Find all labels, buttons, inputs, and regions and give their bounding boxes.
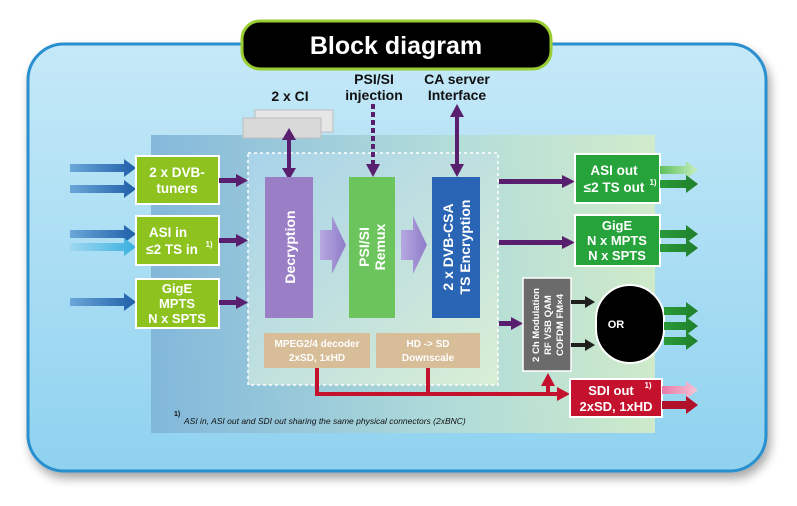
output-sdi-out: SDI out 1) 2xSD, 1xHD bbox=[569, 378, 663, 418]
ca-server-label-2: Interface bbox=[428, 87, 487, 103]
svg-text:GigE: GigE bbox=[602, 218, 633, 233]
svg-text:Decryption: Decryption bbox=[282, 210, 298, 283]
decryption-block: Decryption bbox=[265, 177, 313, 318]
ca-server-label-1: CA server bbox=[424, 71, 490, 87]
svg-text:ASI in: ASI in bbox=[149, 225, 187, 240]
modulation-block: 2 Ch Modulation RF VSB QAM COFDM FM×4 bbox=[522, 277, 572, 372]
output-sdi-arrows bbox=[662, 381, 698, 414]
sdi-arrowhead-up bbox=[541, 373, 555, 386]
output-asi-out: ASI out ≤2 TS out 1) bbox=[574, 153, 661, 204]
svg-text:2xSD, 1xHD: 2xSD, 1xHD bbox=[580, 399, 653, 414]
footnote-text: ASI in, ASI out and SDI out sharing the … bbox=[183, 416, 466, 426]
svg-text:ASI out: ASI out bbox=[590, 163, 638, 178]
or-switch: OR bbox=[595, 284, 665, 364]
svg-text:N x SPTS: N x SPTS bbox=[588, 248, 646, 263]
svg-text:MPEG2/4 decoder: MPEG2/4 decoder bbox=[274, 339, 359, 350]
svg-text:1): 1) bbox=[649, 178, 656, 187]
svg-text:GigE: GigE bbox=[162, 281, 193, 296]
svg-text:SDI out: SDI out bbox=[588, 383, 634, 398]
svg-text:HD -> SD: HD -> SD bbox=[406, 339, 449, 350]
svg-text:Downscale: Downscale bbox=[402, 353, 455, 364]
svg-text:TS Encryption: TS Encryption bbox=[457, 200, 473, 295]
modulation-to-or-arrows bbox=[571, 296, 595, 351]
svg-text:2xSD, 1xHD: 2xSD, 1xHD bbox=[289, 353, 345, 364]
flow-arrow-2 bbox=[401, 216, 427, 274]
svg-text:1): 1) bbox=[644, 381, 651, 390]
ci-label: 2 x CI bbox=[271, 88, 308, 104]
output-gige-arrows bbox=[660, 225, 698, 257]
input-gige: GigE MPTS N x SPTS bbox=[135, 278, 220, 329]
svg-text:2 Ch Modulation: 2 Ch Modulation bbox=[531, 288, 542, 362]
input-to-processing-arrows bbox=[219, 174, 248, 309]
ci-slots bbox=[242, 109, 334, 139]
or-output-arrows bbox=[664, 302, 698, 350]
input-dvb-tuners: 2 x DVB- tuners bbox=[135, 155, 220, 205]
svg-text:PSI/SI: PSI/SI bbox=[356, 227, 372, 267]
ci-arrow bbox=[282, 128, 296, 180]
output-asi-arrows bbox=[660, 161, 698, 193]
svg-text:OR: OR bbox=[608, 319, 625, 331]
svg-text:1): 1) bbox=[205, 240, 212, 249]
input-arrows bbox=[70, 159, 136, 311]
svg-text:tuners: tuners bbox=[156, 181, 197, 196]
svg-text:2 x DVB-: 2 x DVB- bbox=[149, 165, 205, 180]
flow-arrow-1 bbox=[320, 216, 346, 274]
input-asi-in: ASI in ≤2 TS in 1) bbox=[135, 215, 220, 266]
svg-text:COFDM FM×4: COFDM FM×4 bbox=[555, 293, 566, 356]
svg-text:N x MPTS: N x MPTS bbox=[587, 233, 647, 248]
svg-text:N x SPTS: N x SPTS bbox=[148, 311, 206, 326]
svg-text:MPTS: MPTS bbox=[159, 296, 195, 311]
sdi-arrowhead-right bbox=[557, 387, 570, 401]
footnote-marker: 1) bbox=[174, 411, 180, 418]
decoder-block: MPEG2/4 decoder 2xSD, 1xHD bbox=[264, 333, 370, 368]
title-banner: Block diagram bbox=[240, 19, 553, 71]
svg-text:2 x DVB-CSA: 2 x DVB-CSA bbox=[440, 203, 456, 290]
svg-text:≤2 TS in: ≤2 TS in bbox=[146, 242, 198, 257]
output-gige: GigE N x MPTS N x SPTS bbox=[574, 214, 661, 267]
title-text: Block diagram bbox=[310, 32, 482, 60]
svg-text:≤2 TS out: ≤2 TS out bbox=[584, 180, 645, 195]
svg-text:RF VSB QAM: RF VSB QAM bbox=[543, 295, 554, 355]
svg-text:Remux: Remux bbox=[372, 223, 388, 270]
psi-si-remux-block: PSI/SI Remux bbox=[349, 177, 395, 318]
psi-si-arrow bbox=[366, 104, 380, 177]
encryption-block: 2 x DVB-CSA TS Encryption bbox=[432, 177, 480, 318]
processing-output-arrows bbox=[499, 175, 575, 330]
psi-si-injection-label-1: PSI/SI bbox=[354, 71, 394, 87]
psi-si-injection-label-2: injection bbox=[345, 87, 403, 103]
downscale-block: HD -> SD Downscale bbox=[376, 333, 480, 368]
ca-server-arrow bbox=[450, 104, 464, 177]
